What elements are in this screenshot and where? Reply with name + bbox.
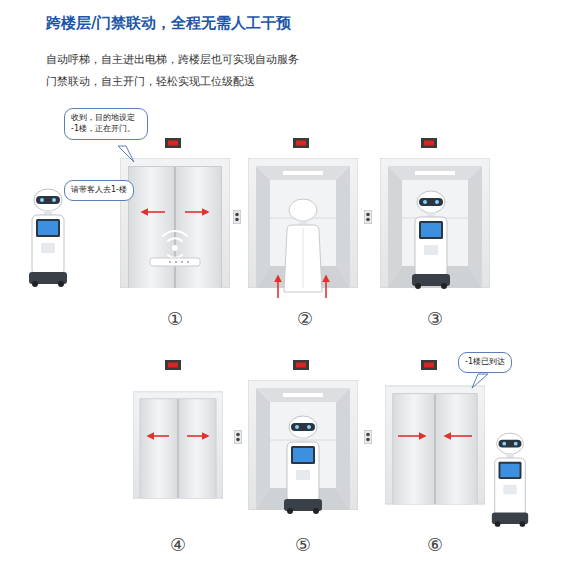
speech-bubble: 收到，目的地设定 -1楼，正在开门。 <box>64 108 148 140</box>
speech-bubble: -1楼已到达 <box>458 352 512 373</box>
callout-number: ⑤ <box>295 534 311 555</box>
body-text: 自动呼梯，自主进出电梯，跨楼层也可实现自动服务 <box>46 53 299 67</box>
callout-number: ③ <box>427 308 443 329</box>
speech-bubble: 请带客人去1-楼 <box>64 180 134 201</box>
bubble-text: -1楼已到达 <box>465 357 505 368</box>
title: 跨楼层/门禁联动，全程无需人工干预 <box>46 14 291 33</box>
body-text: 门禁联动，自主开门，轻松实现工位级配送 <box>46 75 255 89</box>
bubble-text: 请带客人去1-楼 <box>71 185 127 196</box>
callout-number: ④ <box>170 534 186 555</box>
callout-number: ① <box>167 308 183 329</box>
callout-number: ⑥ <box>427 534 443 555</box>
bubble-text: 收到，目的地设定 -1楼，正在开门。 <box>71 113 141 135</box>
callout-number: ② <box>297 308 313 329</box>
